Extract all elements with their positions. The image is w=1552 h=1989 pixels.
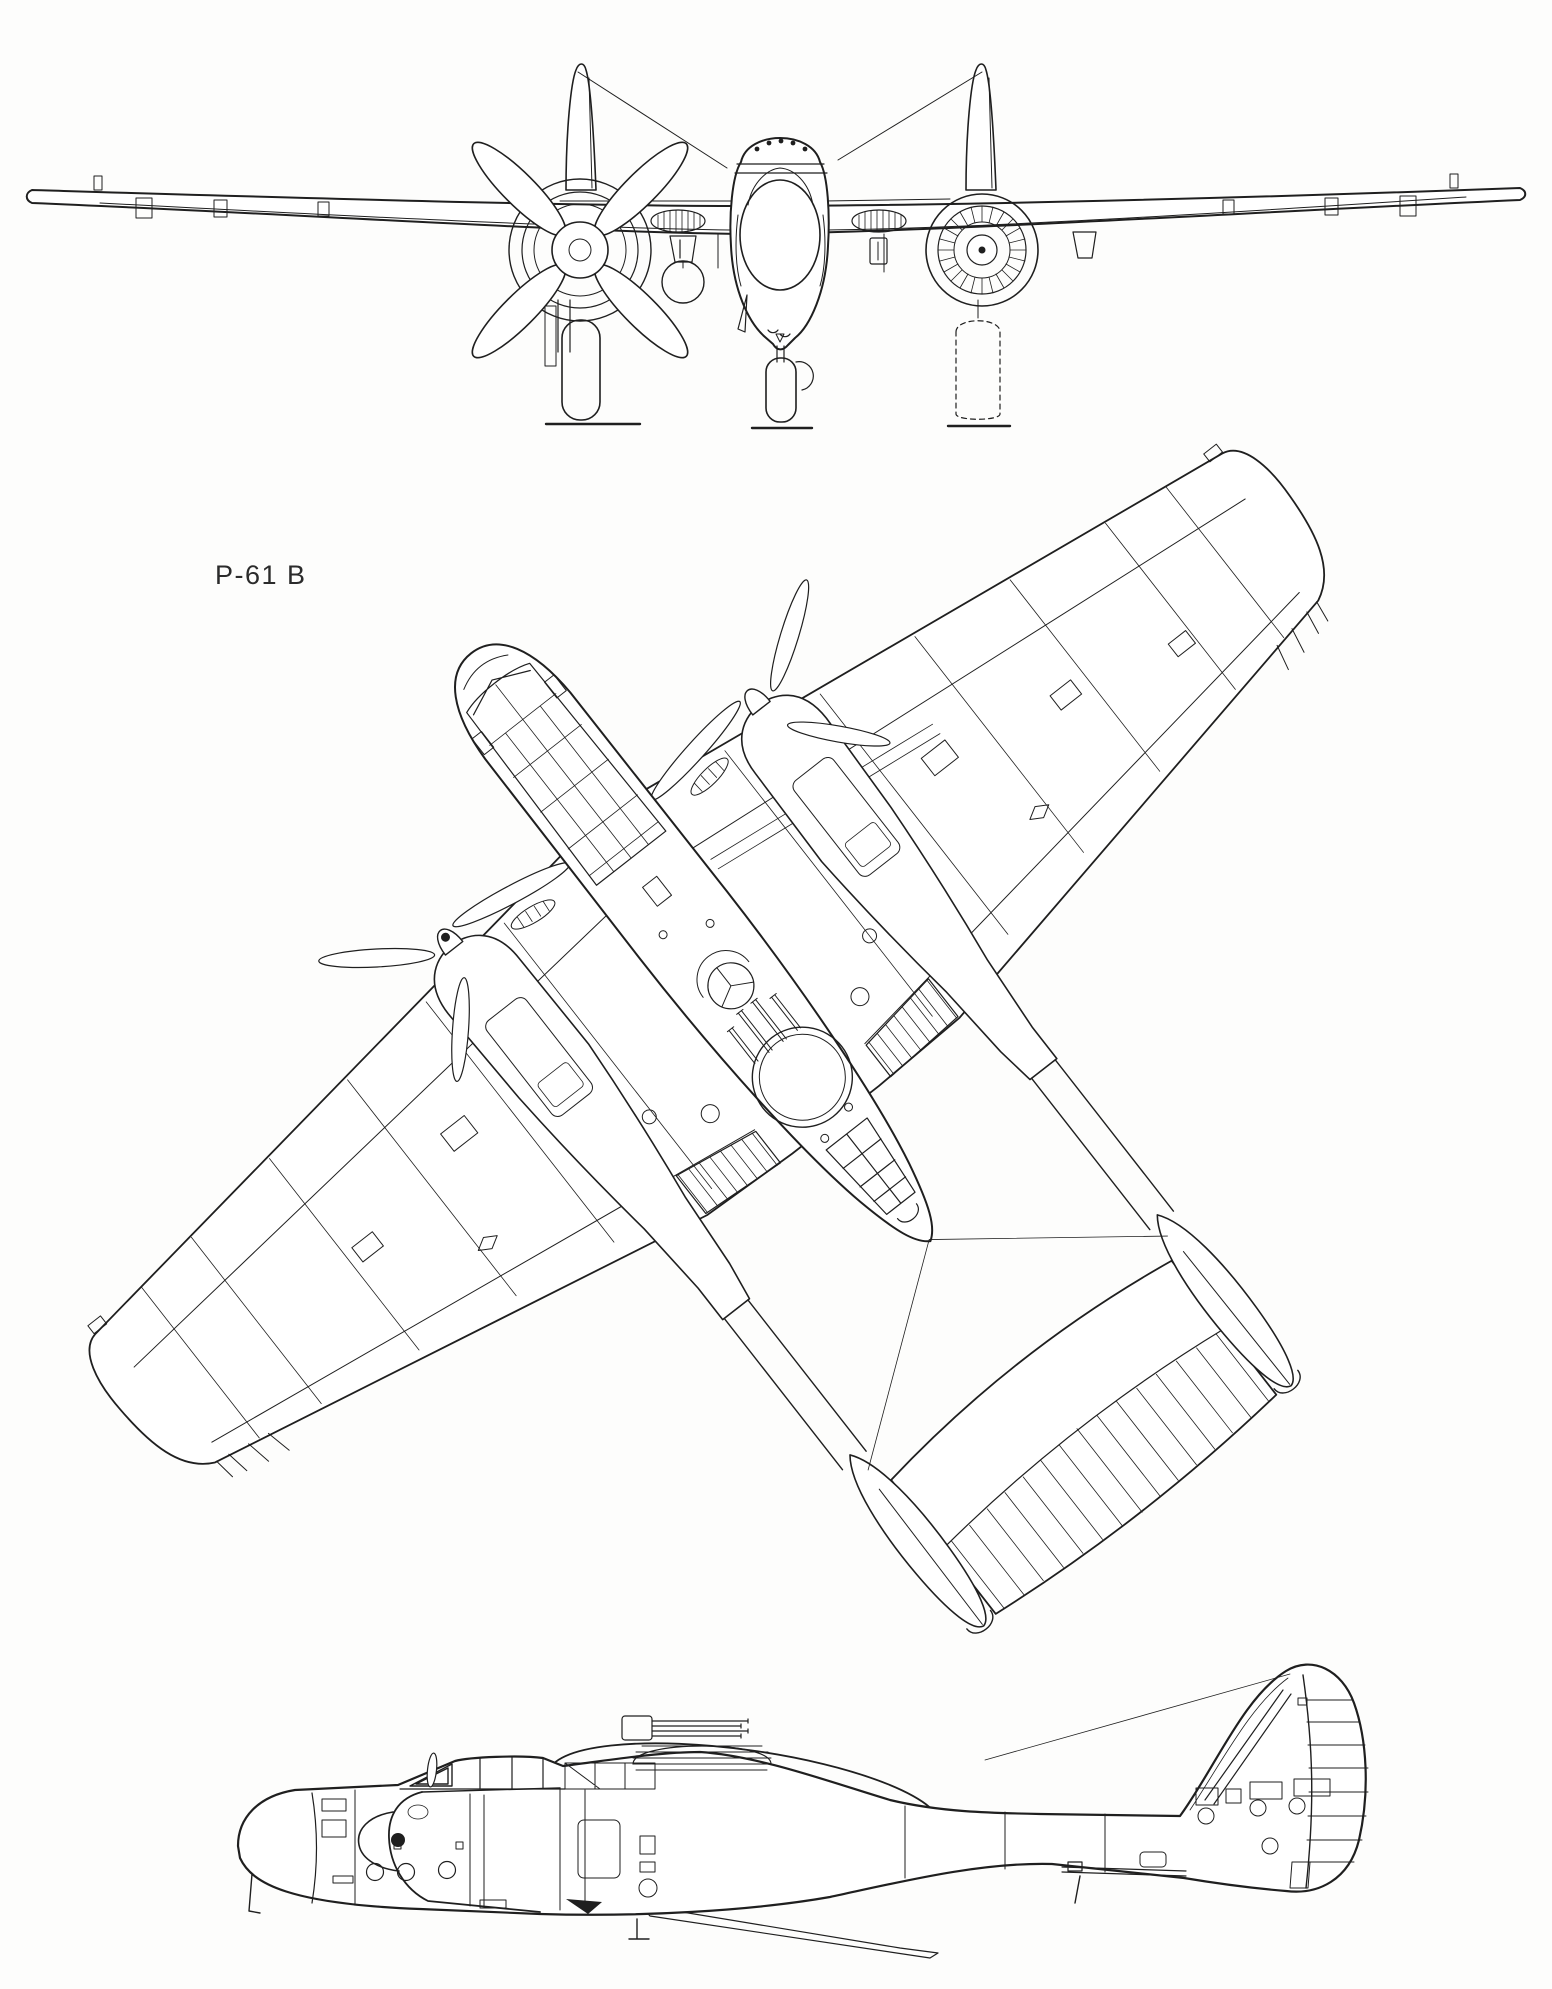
turret-barrels (651, 1718, 749, 1739)
plan-port-boom (433, 934, 994, 1634)
gun-sight-dome (696, 950, 755, 1010)
plan-leading-edge-intakes (510, 757, 729, 930)
plan-fuselage-pod (454, 643, 934, 1243)
front-vertical-fins (565, 63, 997, 191)
front-fuselage-outline (729, 137, 830, 351)
side-turret (621, 1715, 772, 1771)
plan-aileron-tip-combs (216, 601, 1329, 1478)
side-boom (904, 1805, 1187, 1879)
front-fuselage-pod (729, 137, 830, 351)
side-nose-panel (311, 1792, 318, 1904)
side-fuselage-details (321, 1789, 658, 1906)
front-stowed-tank-dashed (946, 299, 1012, 428)
front-view (25, 63, 1527, 430)
plan-rear-glazing (825, 1117, 919, 1223)
plan-vertical-fins (849, 1214, 1294, 1628)
front-underwing-door-tabs (135, 195, 1417, 219)
plan-stabilizer (890, 1259, 1278, 1615)
plan-root-cutouts (641, 928, 952, 1125)
front-port-engine (471, 141, 689, 359)
turret-gun-barrels (726, 993, 802, 1065)
elevator-ribs (950, 1333, 1270, 1609)
plan-view (87, 443, 1329, 1634)
front-antenna-wires (577, 71, 983, 169)
side-fuselage-outline (236, 1663, 1367, 1916)
rudder-ribs (1305, 1699, 1369, 1863)
engine-cylinder-radials (937, 205, 1027, 295)
side-antenna-wire (984, 1673, 1291, 1761)
plan-wing-spars (133, 498, 1300, 1443)
side-spinner (357, 1811, 400, 1872)
front-port-propeller (471, 141, 689, 359)
front-port-landing-gear (544, 299, 642, 426)
aircraft-designation-label: P-61 B (215, 560, 307, 590)
side-prop-blade (426, 1752, 438, 1788)
plan-flap-ribbing (675, 978, 959, 1215)
plan-propellers (318, 579, 891, 1083)
plan-antenna-wires (867, 1235, 1168, 1471)
plan-fuselage-outline (454, 643, 934, 1243)
side-vertical-fin (1189, 1674, 1369, 1889)
plan-canopy-frames (466, 662, 667, 886)
front-wingtip-lights (93, 173, 1459, 191)
starboard-spinner (744, 688, 771, 716)
front-underwing-stores (661, 231, 1097, 304)
front-leading-edge-intakes (650, 209, 907, 233)
nose-pitot (248, 1873, 261, 1914)
plan-wing-ribs (141, 486, 1285, 1439)
plan-access-panels (87, 443, 1223, 1335)
turret-ring (726, 993, 854, 1128)
side-view (236, 1663, 1369, 1959)
side-underside-fittings (248, 1873, 1081, 1940)
fin-spar (1204, 1689, 1292, 1805)
front-windshield-aperture (739, 179, 821, 291)
front-wing-panel-lines (99, 196, 1467, 231)
front-nose-gear (750, 345, 814, 430)
side-stabilizer-edge (1061, 1861, 1187, 1877)
front-starboard-engine-face (925, 193, 1039, 307)
